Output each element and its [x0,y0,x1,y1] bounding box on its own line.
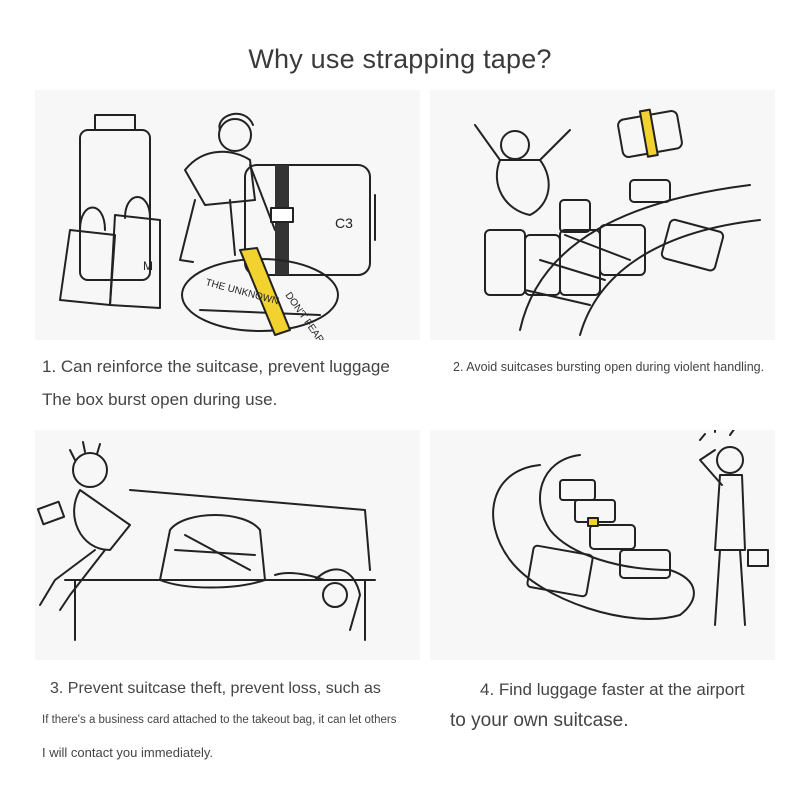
caption-4-line1: 4. Find luggage faster at the airport [480,680,745,699]
caption-3-line3: I will contact you immediately. [42,745,213,760]
caption-3-line2: If there's a business card attached to t… [42,714,397,726]
illustration-violent-handling [430,90,775,340]
page-title: Why use strapping tape? [248,44,552,74]
caption-3-line1: 3. Prevent suitcase theft, prevent loss,… [50,680,381,697]
caption-4-line2: to your own suitcase. [450,710,629,731]
illustration-airport-carousel [430,430,775,660]
caption-1-line2: The box burst open during use. [42,390,278,409]
bag-letter: M [143,259,153,273]
caption-1-line1: 1. Can reinforce the suitcase, prevent l… [42,357,390,376]
caption-2: 2. Avoid suitcases bursting open during … [453,360,765,374]
suitcase-mark: C3 [335,215,353,231]
illustration-reinforce-suitcase: M C3 THE UNKNOWN DON'T FEAR [35,90,420,340]
illustration-theft-prevention [35,430,420,660]
